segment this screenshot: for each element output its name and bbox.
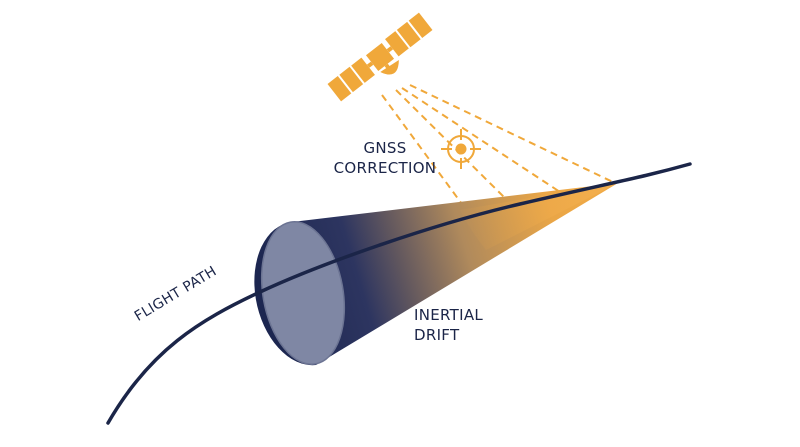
- gnss-label-line2: CORRECTION: [333, 159, 437, 177]
- gnss-beam: [409, 84, 616, 184]
- target-crosshair-icon: [441, 129, 481, 169]
- drift-label-line2: DRIFT: [414, 326, 460, 344]
- satellite-panel-left: [327, 57, 375, 102]
- gnss-beam: [401, 87, 561, 193]
- gnss-beam: [381, 94, 471, 216]
- cone-base: [261, 221, 345, 365]
- cone-base-shade: [260, 221, 346, 365]
- satellite-body: [365, 42, 395, 72]
- gnss-label-line1: GNSS: [363, 139, 407, 157]
- gnss-correction-label: GNSS CORRECTION: [330, 138, 440, 178]
- inertial-drift-cone: [254, 183, 618, 366]
- cone-highlight: [460, 183, 618, 250]
- flight-path-line: [106, 162, 692, 425]
- gnss-beam: [395, 89, 509, 202]
- satellite-icon: [327, 12, 433, 102]
- satellite-panel-right: [385, 12, 433, 57]
- inertial-drift-label: INERTIAL DRIFT: [414, 305, 483, 345]
- drift-label-line1: INERTIAL: [414, 306, 484, 324]
- gnss-beams: [381, 84, 616, 216]
